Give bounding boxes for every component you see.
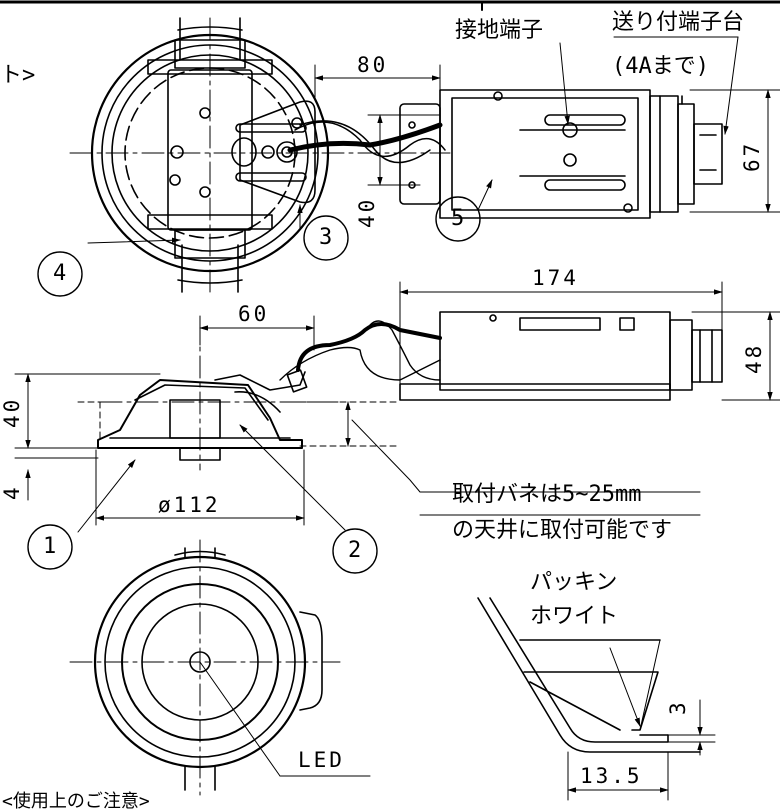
callout-circles bbox=[27, 196, 481, 574]
dimension-174 bbox=[399, 281, 723, 385]
dimension-48 bbox=[691, 311, 780, 401]
dimension-67 bbox=[689, 89, 780, 213]
ceiling-thickness-arrows bbox=[299, 401, 701, 516]
terminal-block-label-line1: 送り付端子台 bbox=[612, 10, 745, 35]
dimension-80-label: 80 bbox=[357, 53, 389, 77]
top-left-fragment: ト> bbox=[0, 63, 36, 88]
dimension-112 bbox=[95, 449, 305, 526]
top-view-power-box bbox=[399, 89, 723, 219]
bottom-view-fixture bbox=[69, 539, 371, 796]
dimension-40-side-label: 40 bbox=[0, 396, 24, 428]
packing-label-line1: パッキン bbox=[530, 570, 618, 595]
dimension-40-top bbox=[367, 114, 441, 186]
callout-3: 3 bbox=[319, 225, 333, 250]
side-view-cable bbox=[279, 320, 442, 381]
dimension-112-label: ø112 bbox=[158, 493, 221, 517]
callout-2: 2 bbox=[348, 538, 362, 563]
top-view-cable bbox=[287, 120, 446, 164]
leader-lines bbox=[87, 36, 739, 244]
led-label: LED bbox=[298, 748, 345, 772]
ground-terminal-label: 接地端子 bbox=[455, 18, 544, 43]
side-view-fixture bbox=[77, 319, 346, 471]
dimension-13_5-label: 13.5 bbox=[580, 764, 643, 788]
dimension-67-label: 67 bbox=[740, 140, 764, 172]
dimension-80 bbox=[314, 64, 441, 101]
dimension-60-label: 60 bbox=[238, 302, 270, 326]
spring-note-line2: の天井に取付可能です bbox=[452, 518, 673, 543]
callout-4: 4 bbox=[53, 261, 67, 286]
dimension-3-and-13_5 bbox=[567, 699, 716, 801]
callout-5: 5 bbox=[451, 206, 465, 231]
terminal-block-label-line2: (4Aまで) bbox=[612, 54, 709, 79]
packing-label-line2: ホワイト bbox=[530, 604, 619, 629]
dimension-174-label: 174 bbox=[532, 266, 579, 290]
dimension-40-side-and-4 bbox=[14, 373, 161, 501]
dimension-3-label: 3 bbox=[666, 699, 690, 715]
dimension-40-top-label: 40 bbox=[355, 196, 379, 228]
callout-1: 1 bbox=[43, 534, 57, 559]
dimension-48-label: 48 bbox=[742, 342, 766, 374]
bottom-note-fragment: <使用上のご注意> bbox=[2, 791, 150, 812]
dimension-4-label: 4 bbox=[0, 484, 24, 500]
side-leaders bbox=[77, 424, 346, 533]
side-view-power-box bbox=[399, 311, 723, 401]
dimension-60 bbox=[199, 315, 315, 351]
spring-note-line1: 取付バネは5~25mm bbox=[452, 482, 642, 507]
top-view-fixture bbox=[69, 17, 451, 293]
